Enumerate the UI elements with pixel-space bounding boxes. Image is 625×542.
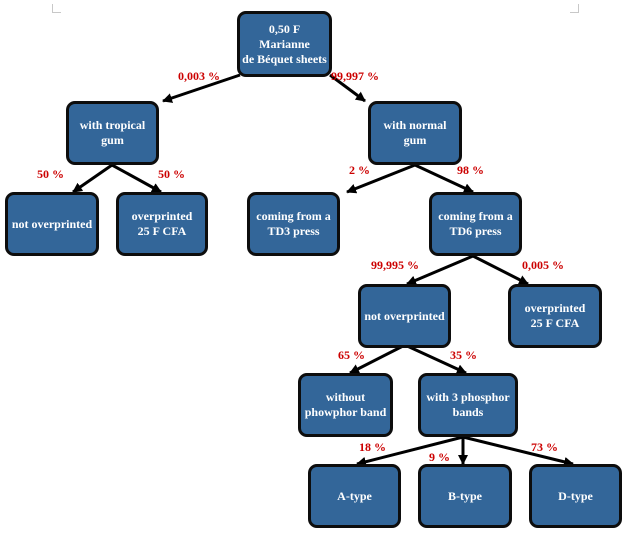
percent-tropical-not: 50 %	[37, 167, 64, 181]
edge-td6-not	[406, 254, 474, 286]
edge-not-threebands	[404, 343, 467, 375]
node-tropical-overprinted-cfa: overprinted 25 F CFA	[116, 192, 208, 256]
edge-not-noband	[349, 343, 406, 375]
percent-td6-not: 99,995 %	[371, 258, 419, 272]
percent-a-type: 18 %	[359, 440, 386, 454]
edge-td6-over	[472, 254, 529, 286]
node-three-phosphor-bands: with 3 phosphor bands	[418, 373, 518, 437]
page-corner-mark-left	[52, 4, 61, 13]
edge-tropical-over	[111, 163, 162, 194]
edge-bands-a	[356, 435, 464, 467]
percent-tropical-over: 50 %	[158, 167, 185, 181]
percent-td6: 98 %	[457, 163, 484, 177]
percent-b-type: 9 %	[429, 450, 450, 464]
edge-root-tropical	[162, 73, 241, 103]
page-corner-mark-right	[570, 4, 579, 13]
edge-tropical-not	[72, 163, 113, 194]
percent-td3: 2 %	[349, 163, 370, 177]
node-without-phosphor-band: without phowphor band	[298, 373, 393, 437]
node-td6-press: coming from a TD6 press	[429, 192, 522, 256]
percent-normal: 99,997 %	[331, 69, 379, 83]
edge-normal-td6	[414, 163, 474, 194]
percent-no-band: 65 %	[338, 348, 365, 362]
node-normal-gum: with normal gum	[368, 101, 462, 165]
node-tropical-gum: with tropical gum	[66, 101, 159, 165]
node-a-type: A-type	[308, 464, 401, 528]
percent-three-bands: 35 %	[450, 348, 477, 362]
node-tropical-not-overprinted: not overprinted	[5, 192, 99, 256]
node-td6-overprinted-cfa: overprinted 25 F CFA	[508, 284, 602, 348]
node-root-marianne-sheets: 0,50 F Marianne de Béquet sheets	[237, 11, 332, 77]
node-td6-not-overprinted: not overprinted	[358, 284, 451, 348]
percent-d-type: 73 %	[531, 440, 558, 454]
node-td3-press: coming from a TD3 press	[247, 192, 340, 256]
edge-normal-td3	[346, 163, 416, 194]
edge-root-normal	[329, 73, 366, 103]
node-b-type: B-type	[418, 464, 512, 528]
percent-tropical: 0,003 %	[178, 69, 220, 83]
percent-td6-over: 0,005 %	[522, 258, 564, 272]
node-d-type: D-type	[529, 464, 622, 528]
edge-bands-d	[462, 435, 574, 467]
